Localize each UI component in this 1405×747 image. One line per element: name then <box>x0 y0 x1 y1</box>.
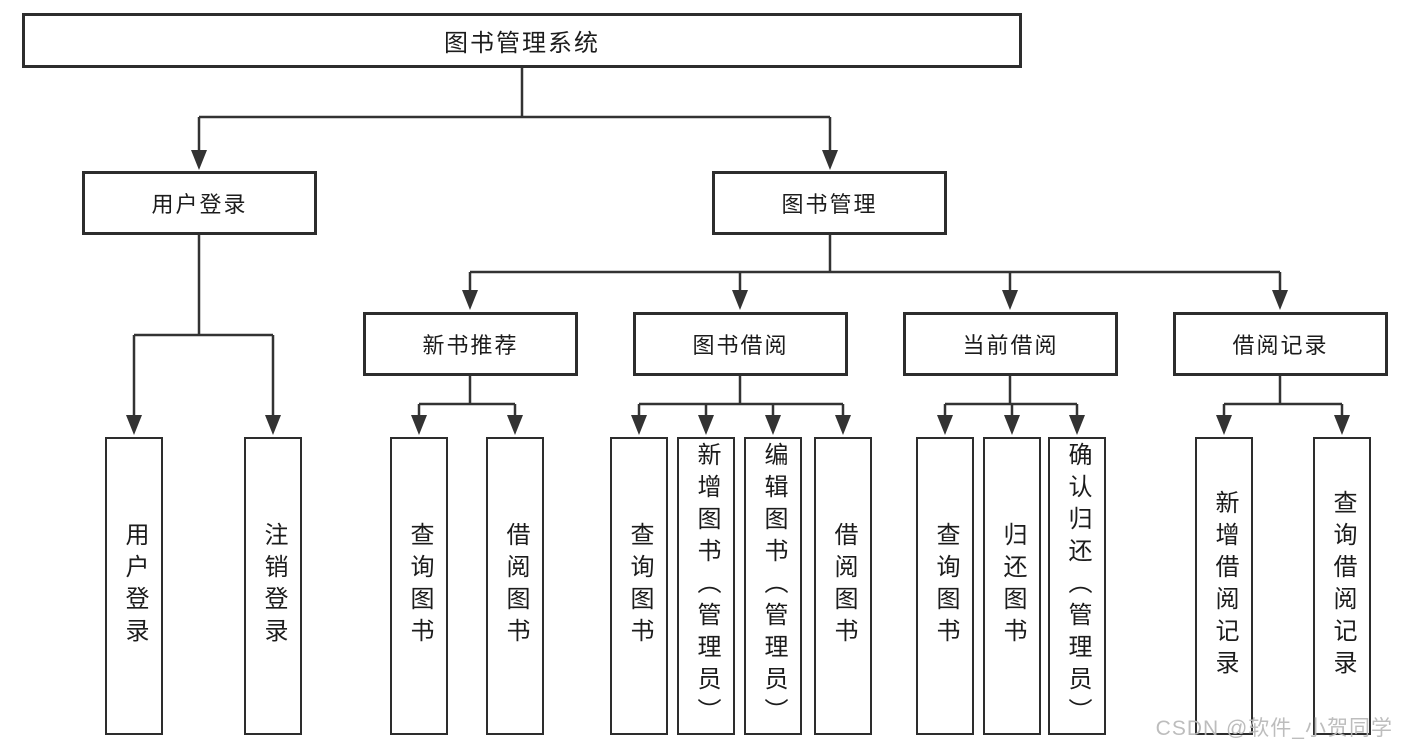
node-leaf-edit-books-admin: 编辑图书（管理员） <box>744 437 802 735</box>
node-new-book-recommend: 新书推荐 <box>363 312 578 376</box>
node-leaf-add-borrow-record: 新增借阅记录 <box>1195 437 1253 735</box>
node-leaf-confirm-return-admin: 确认归还（管理员） <box>1048 437 1106 735</box>
arrowheads-current-borrow-leaves <box>937 415 1085 435</box>
connector-new-book-to-leaves <box>417 376 517 417</box>
connector-borrow-records-to-leaves <box>1222 376 1344 417</box>
node-leaf-user-login: 用户登录 <box>105 437 163 735</box>
arrowheads-level2 <box>191 150 838 170</box>
node-label: 新增借阅记录 <box>1211 490 1238 682</box>
node-label: 借阅图书 <box>830 522 857 650</box>
arrowheads-book-borrow-leaves <box>631 415 851 435</box>
node-current-borrowing: 当前借阅 <box>903 312 1118 376</box>
node-label: 图书借阅 <box>692 333 789 358</box>
node-label: 借阅记录 <box>1232 333 1329 358</box>
node-root-label: 图书管理系统 <box>444 30 600 57</box>
node-leaf-query-books-current: 查询图书 <box>916 437 974 735</box>
node-label: 编辑图书（管理员） <box>760 442 787 730</box>
arrowheads-user-login-leaves <box>126 415 281 435</box>
node-label: 查询图书 <box>932 522 959 650</box>
node-label: 查询借阅记录 <box>1329 490 1356 682</box>
node-label: 用户登录 <box>151 192 248 217</box>
node-borrow-records: 借阅记录 <box>1173 312 1388 376</box>
node-label: 新书推荐 <box>422 333 519 358</box>
node-label: 借阅图书 <box>502 522 529 650</box>
arrowheads-level3 <box>462 290 1288 310</box>
node-label: 用户登录 <box>121 522 148 650</box>
node-leaf-borrow-books: 借阅图书 <box>814 437 872 735</box>
node-leaf-add-books-admin: 新增图书（管理员） <box>677 437 735 735</box>
node-label: 注销登录 <box>260 522 287 650</box>
node-leaf-borrow-books-recommend: 借阅图书 <box>486 437 544 735</box>
node-leaf-query-books-borrowing: 查询图书 <box>610 437 668 735</box>
connector-book-borrow-to-leaves <box>637 376 845 417</box>
arrowheads-borrow-records-leaves <box>1216 415 1350 435</box>
node-user-login-module: 用户登录 <box>82 171 317 235</box>
arrowheads-new-book-leaves <box>411 415 523 435</box>
node-label: 新增图书（管理员） <box>693 442 720 730</box>
node-root-system: 图书管理系统 <box>22 13 1022 68</box>
node-leaf-query-books-recommend: 查询图书 <box>390 437 448 735</box>
connector-user-login-to-leaves <box>132 235 275 417</box>
node-label: 当前借阅 <box>962 333 1059 358</box>
node-leaf-return-books: 归还图书 <box>983 437 1041 735</box>
node-leaf-query-borrow-record: 查询借阅记录 <box>1313 437 1371 735</box>
node-label: 查询图书 <box>406 522 433 650</box>
node-leaf-logout: 注销登录 <box>244 437 302 735</box>
node-label: 查询图书 <box>626 522 653 650</box>
node-book-borrowing: 图书借阅 <box>633 312 848 376</box>
node-label: 图书管理 <box>781 192 878 217</box>
node-book-management-module: 图书管理 <box>712 171 947 235</box>
node-label: 确认归还（管理员） <box>1064 442 1091 730</box>
connector-book-mgmt-to-level3 <box>468 235 1282 292</box>
node-label: 归还图书 <box>999 522 1026 650</box>
connector-root-to-level2 <box>197 68 832 152</box>
connector-current-borrow-to-leaves <box>943 376 1079 417</box>
